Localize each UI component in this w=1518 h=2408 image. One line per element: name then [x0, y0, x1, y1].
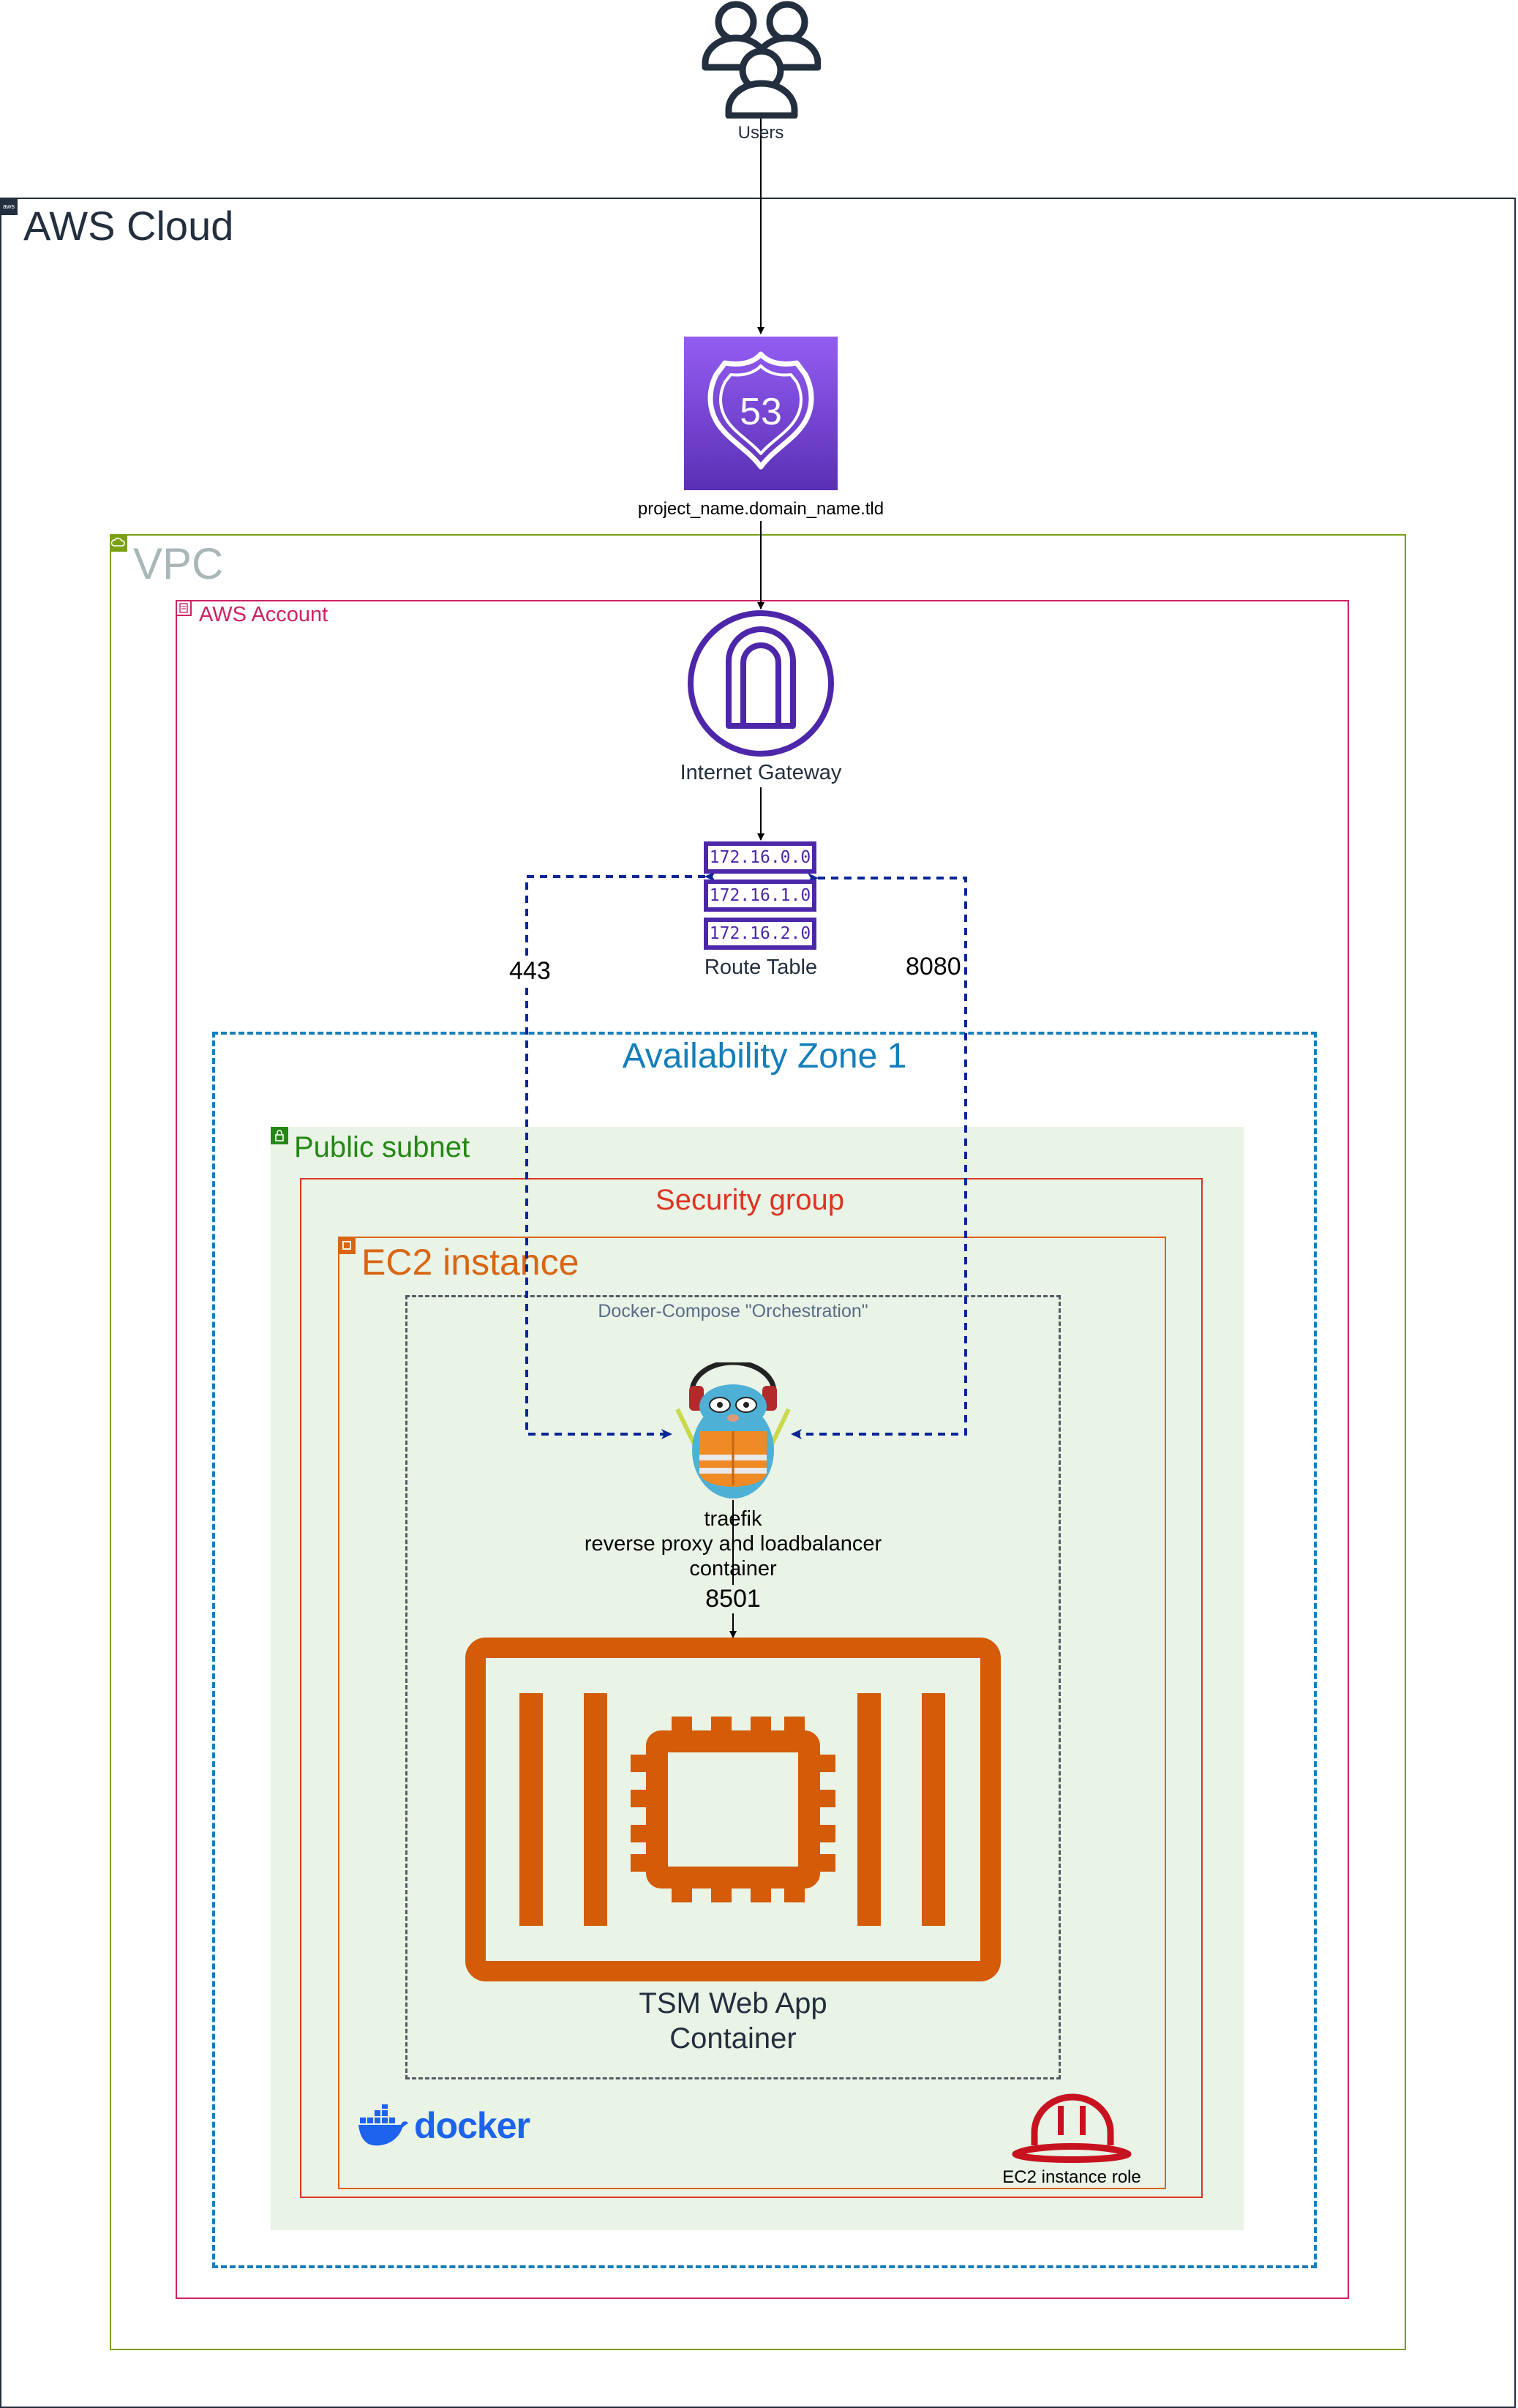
aws-account-group	[176, 600, 1349, 2299]
route-table-entry: 172.16.0.0	[704, 841, 816, 874]
aws-logo-icon: aws	[0, 198, 18, 215]
route-53-icon: 53	[684, 337, 838, 490]
lock-icon	[271, 1127, 288, 1144]
route-table-entry: 172.16.2.0	[704, 918, 816, 950]
route-table-label: Route Table	[704, 956, 818, 979]
traefik-title: traefik	[704, 1507, 762, 1531]
port-8080-label: 8080	[904, 953, 963, 981]
docker-wordmark: docker	[414, 2105, 530, 2146]
route53-domain-label: project_name.domain_name.tld	[637, 499, 884, 519]
ec2-instance-label: EC2 instance	[361, 1242, 579, 1283]
aws-cloud-group	[0, 198, 1516, 2408]
users-label: Users	[737, 123, 784, 143]
public-subnet-label: Public subnet	[294, 1131, 470, 1163]
availability-zone-label: Availability Zone 1	[622, 1037, 907, 1076]
traefik-gopher-icon	[670, 1359, 794, 1500]
security-group	[300, 1178, 1203, 2198]
ec2-role-label: EC2 instance role	[1002, 2167, 1141, 2187]
internet-gateway-label: Internet Gateway	[680, 761, 842, 784]
traefik-subtitle: reverse proxy and loadbalancer	[584, 1532, 882, 1556]
aws-account-label: AWS Account	[199, 603, 328, 626]
ec2-instance-group	[338, 1237, 1166, 2189]
docker-logo-icon	[357, 2104, 410, 2148]
web-app-title: TSM Web App	[639, 1987, 827, 2019]
availability-zone-group	[212, 1032, 1317, 2268]
container-icon	[465, 1638, 1001, 1981]
public-subnet-group	[271, 1127, 1244, 2230]
aws-cloud-label: AWS Cloud	[23, 203, 234, 249]
account-icon	[176, 600, 192, 616]
vpc-label: VPC	[133, 539, 224, 588]
traefik-container-label: container	[689, 1557, 777, 1580]
vpc-group	[110, 534, 1406, 2350]
route-table-entry: 172.16.1.0	[704, 879, 816, 912]
ec2-icon	[338, 1237, 356, 1254]
port-8501-label: 8501	[696, 1585, 770, 1613]
internet-gateway-icon	[686, 609, 835, 758]
web-app-subtitle: Container	[669, 2022, 797, 2055]
vpc-cloud-icon	[110, 534, 127, 552]
route-53-badge: 53	[740, 391, 782, 433]
port-443-label: 443	[508, 957, 552, 986]
security-group-label: Security group	[655, 1184, 844, 1216]
route-table-icon: 172.16.0.0 172.16.1.0 172.16.2.0	[704, 841, 816, 951]
orchestration-group	[405, 1295, 1061, 2079]
users-icon	[701, 0, 822, 119]
orchestration-label: Docker-Compose "Orchestration"	[598, 1301, 868, 1321]
hard-hat-icon	[1010, 2091, 1134, 2164]
